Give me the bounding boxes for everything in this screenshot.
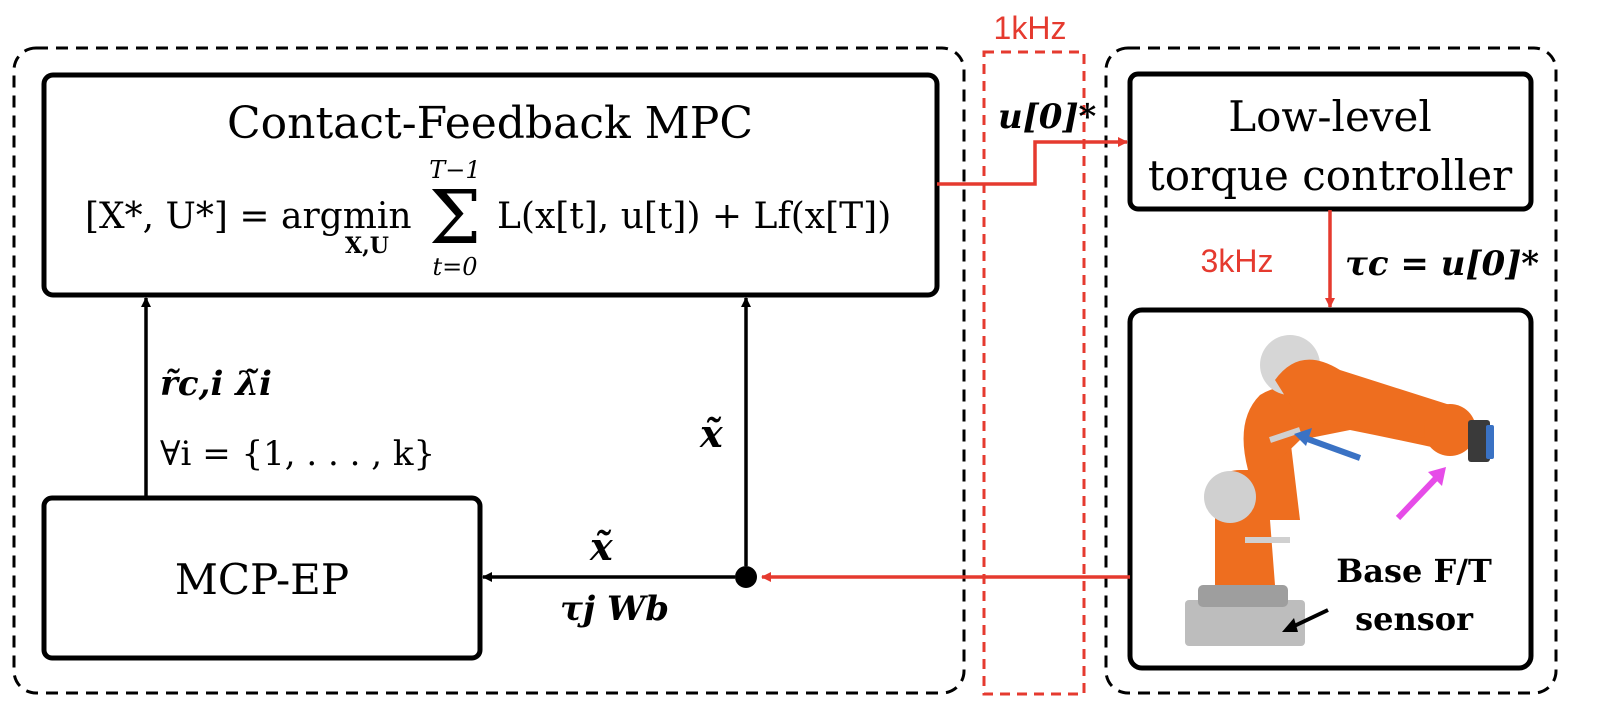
kuka-robot-illustration [1185,335,1494,646]
x-tilde-up-label: x̃ [699,411,724,456]
freq-3khz-label: 3kHz [1201,243,1274,279]
mpc-title: Contact-Feedback MPC [227,98,753,149]
r-lambda-label: r̃c,i λ̃i [160,364,272,404]
forall-label: ∀i = {1, . . . , k} [160,434,435,474]
sensor-label-line2: sensor [1355,600,1474,638]
mpc-eq-rhs: L(x[t], u[t]) + Lf(x[T]) [497,196,891,237]
mcp-ep-label: MCP-EP [175,555,349,604]
comm-1khz-dashed-box [982,50,1086,696]
u0-star-label: u[0]* [998,97,1097,137]
mcp-ep-box [41,495,483,661]
low-level-controller-box [1127,71,1534,212]
x-tilde-left-label: x̃ [589,524,614,569]
u-command-arrow [937,137,1128,186]
tau-w-label: τj Wb [560,589,669,629]
mpc-eq-sub: X,U [345,233,389,259]
sensor-label-line1: Base F/T [1336,552,1492,590]
freq-1khz-label: 1kHz [994,10,1067,46]
blue-force-arrow [1300,434,1362,461]
robot-group-dashed-box [1104,46,1558,695]
mpc-eq-upper: T−1 [429,156,480,184]
tau-c-eq-label: τc = u[0]* [1345,244,1539,284]
low-level-line2: torque controller [1148,151,1513,200]
low-level-line1: Low-level [1228,92,1432,141]
magenta-force-arrow [1395,471,1443,521]
mpc-eq-sigma: Σ [429,175,481,261]
mpc-eq-lower: t=0 [432,253,477,281]
mpc-eq-lhs: [X*, U*] = argmin [85,196,412,237]
junction-dot [735,566,757,588]
sensor-pointer-arrow [1289,608,1329,630]
mpc-group-dashed-box [12,46,966,695]
